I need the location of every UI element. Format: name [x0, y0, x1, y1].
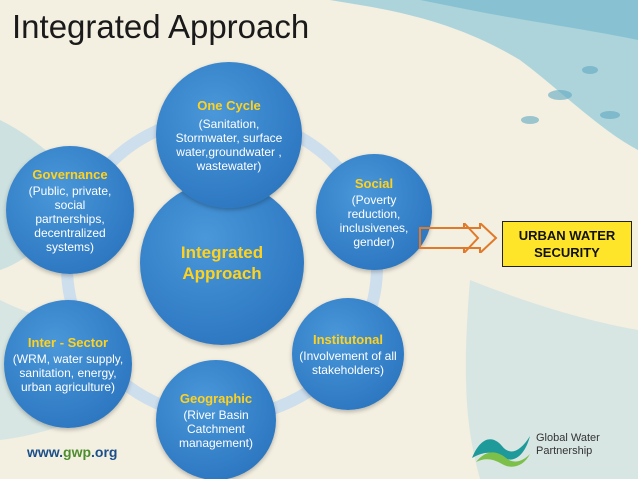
footer-url-prefix: www. — [27, 444, 64, 460]
gwp-logo-text: Global Water Partnership — [536, 432, 600, 458]
node-governance-title: Governance — [32, 166, 108, 182]
node-social-text: (Poverty reduction, inclusivenes, gender… — [339, 192, 409, 249]
node-institutional: Institutonal (Involvement of all stakeho… — [292, 298, 404, 410]
node-geographic-title: Geographic — [179, 390, 253, 406]
footer-url-suffix: .org — [91, 444, 118, 460]
gwp-logo: Global Water Partnership — [470, 424, 620, 474]
outcome-line-1: URBAN WATER — [518, 228, 616, 243]
gwp-wave-icon — [472, 436, 530, 467]
node-inter-sector-title: Inter - Sector — [27, 334, 109, 350]
node-institutional-text: (Involvement of all stakeholders) — [299, 348, 397, 377]
node-governance-text: (Public, private, social partnerships, d… — [28, 183, 112, 254]
node-inter-sector: Inter - Sector (WRM, water supply, sanit… — [4, 300, 132, 428]
footer-url[interactable]: www.gwp.org — [27, 444, 118, 460]
center-node: Integrated Approach — [140, 181, 304, 345]
outcome-line-2: SECURITY — [534, 245, 600, 260]
double-arrow-icon — [419, 223, 498, 253]
node-governance: Governance (Public, private, social part… — [6, 146, 134, 274]
node-one-cycle: One Cycle (Sanitation, Stormwater, surfa… — [156, 62, 302, 208]
node-one-cycle-text: (Sanitation, Stormwater, surface water,g… — [175, 116, 283, 173]
node-inter-sector-text: (WRM, water supply, sanitation, energy, … — [12, 351, 124, 394]
node-social-title: Social — [354, 175, 394, 191]
logo-line-2: Partnership — [536, 445, 593, 457]
node-institutional-title: Institutonal — [312, 331, 384, 347]
node-geographic-text: (River Basin Catchment management) — [178, 407, 254, 450]
urban-water-security-box: URBAN WATER SECURITY — [502, 221, 632, 267]
node-geographic: Geographic (River Basin Catchment manage… — [156, 360, 276, 479]
node-social: Social (Poverty reduction, inclusivenes,… — [316, 154, 432, 270]
center-title: Integrated Approach — [180, 243, 264, 283]
logo-line-1: Global Water — [536, 432, 600, 444]
footer-url-domain: gwp — [63, 444, 92, 460]
node-one-cycle-title: One Cycle — [197, 97, 261, 113]
slide-title: Integrated Approach — [12, 8, 310, 45]
